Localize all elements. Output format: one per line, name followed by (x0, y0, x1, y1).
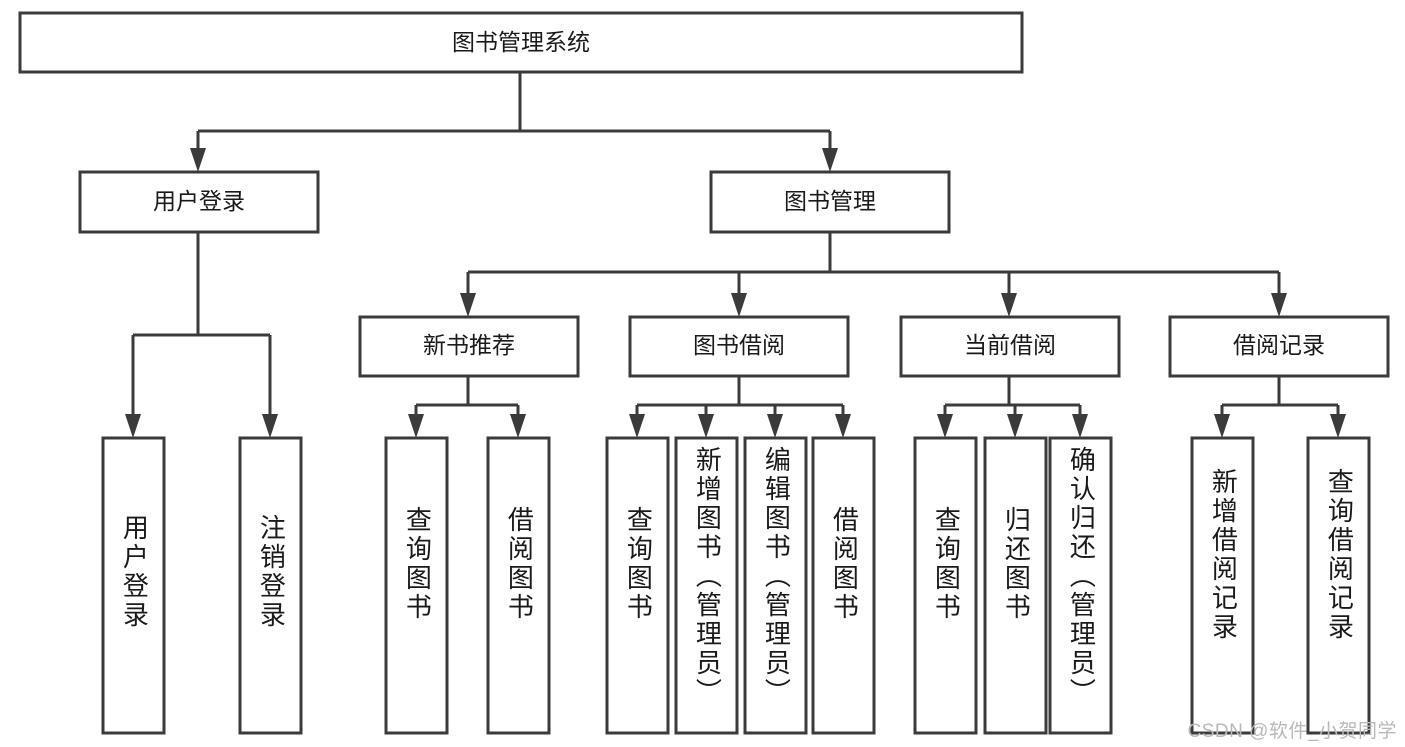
arrow-to-leaf-query-book-3 (937, 414, 953, 438)
node-leaf-add-book[interactable] (674, 436, 739, 735)
node-leaf-return-book[interactable] (983, 436, 1048, 735)
node-leaf-query-book-3[interactable] (913, 436, 978, 735)
csdn-watermark: CSDN @软件_小贺同学 (1187, 721, 1397, 742)
arrow-to-leaf-query-record (1330, 414, 1346, 438)
node-leaf-edit-book[interactable] (743, 436, 808, 735)
node-leaf-add-record[interactable] (1190, 436, 1255, 735)
arrow-to-leaf-return-book (1007, 414, 1023, 438)
node-leaf-query-book-1[interactable] (384, 436, 449, 735)
arrow-to-leaf-confirm-return (1072, 414, 1088, 438)
arrow-to-new-book-recommend (460, 293, 476, 317)
arrow-to-leaf-query-book-1 (408, 414, 424, 438)
arrow-to-leaf-edit-book (767, 414, 783, 438)
arrow-to-leaf-borrow-book-2 (835, 414, 851, 438)
node-borrow-record[interactable]: 借阅记录 (1168, 315, 1390, 378)
node-leaf-logout-login[interactable] (238, 436, 303, 735)
arrow-to-leaf-borrow-book-1 (510, 414, 526, 438)
node-book-borrow[interactable]: 图书借阅 (628, 315, 850, 378)
arrow-to-book-borrow (731, 293, 747, 317)
node-label-borrow-record: 借阅记录 (1233, 332, 1325, 358)
arrow-to-borrow-record (1271, 293, 1287, 317)
arrow-to-leaf-logout-login (262, 414, 278, 438)
arrow-to-leaf-user-login (125, 414, 141, 438)
leaf-nodes-group (101, 436, 1371, 735)
arrow-to-book-management (822, 148, 838, 172)
node-label-user-login: 用户登录 (153, 188, 245, 214)
node-leaf-query-book-2[interactable] (605, 436, 670, 735)
node-leaf-query-record[interactable] (1306, 436, 1371, 735)
node-book-management[interactable]: 图书管理 (709, 170, 951, 234)
node-new-book-recommend[interactable]: 新书推荐 (358, 315, 580, 378)
arrow-to-leaf-query-book-2 (629, 414, 645, 438)
node-leaf-borrow-book-2[interactable] (811, 436, 876, 735)
arrow-to-current-borrow (1001, 293, 1017, 317)
arrow-to-leaf-add-book (698, 414, 714, 438)
node-label-book-management: 图书管理 (784, 188, 876, 214)
node-current-borrow[interactable]: 当前借阅 (899, 315, 1121, 378)
edges-group (125, 72, 1346, 438)
arrow-to-user-login (190, 148, 206, 172)
node-label-new-book-recommend: 新书推荐 (423, 332, 515, 358)
node-leaf-confirm-return[interactable] (1048, 436, 1113, 735)
node-leaf-borrow-book-1[interactable] (486, 436, 551, 735)
node-label-root: 图书管理系统 (452, 29, 590, 55)
node-label-current-borrow: 当前借阅 (964, 332, 1056, 358)
node-label-book-borrow: 图书借阅 (693, 332, 785, 358)
node-book-management-system[interactable]: 图书管理系统 (18, 11, 1024, 74)
node-user-login[interactable]: 用户登录 (78, 170, 320, 234)
arrow-to-leaf-add-record (1214, 414, 1230, 438)
node-leaf-user-login[interactable] (101, 436, 166, 735)
